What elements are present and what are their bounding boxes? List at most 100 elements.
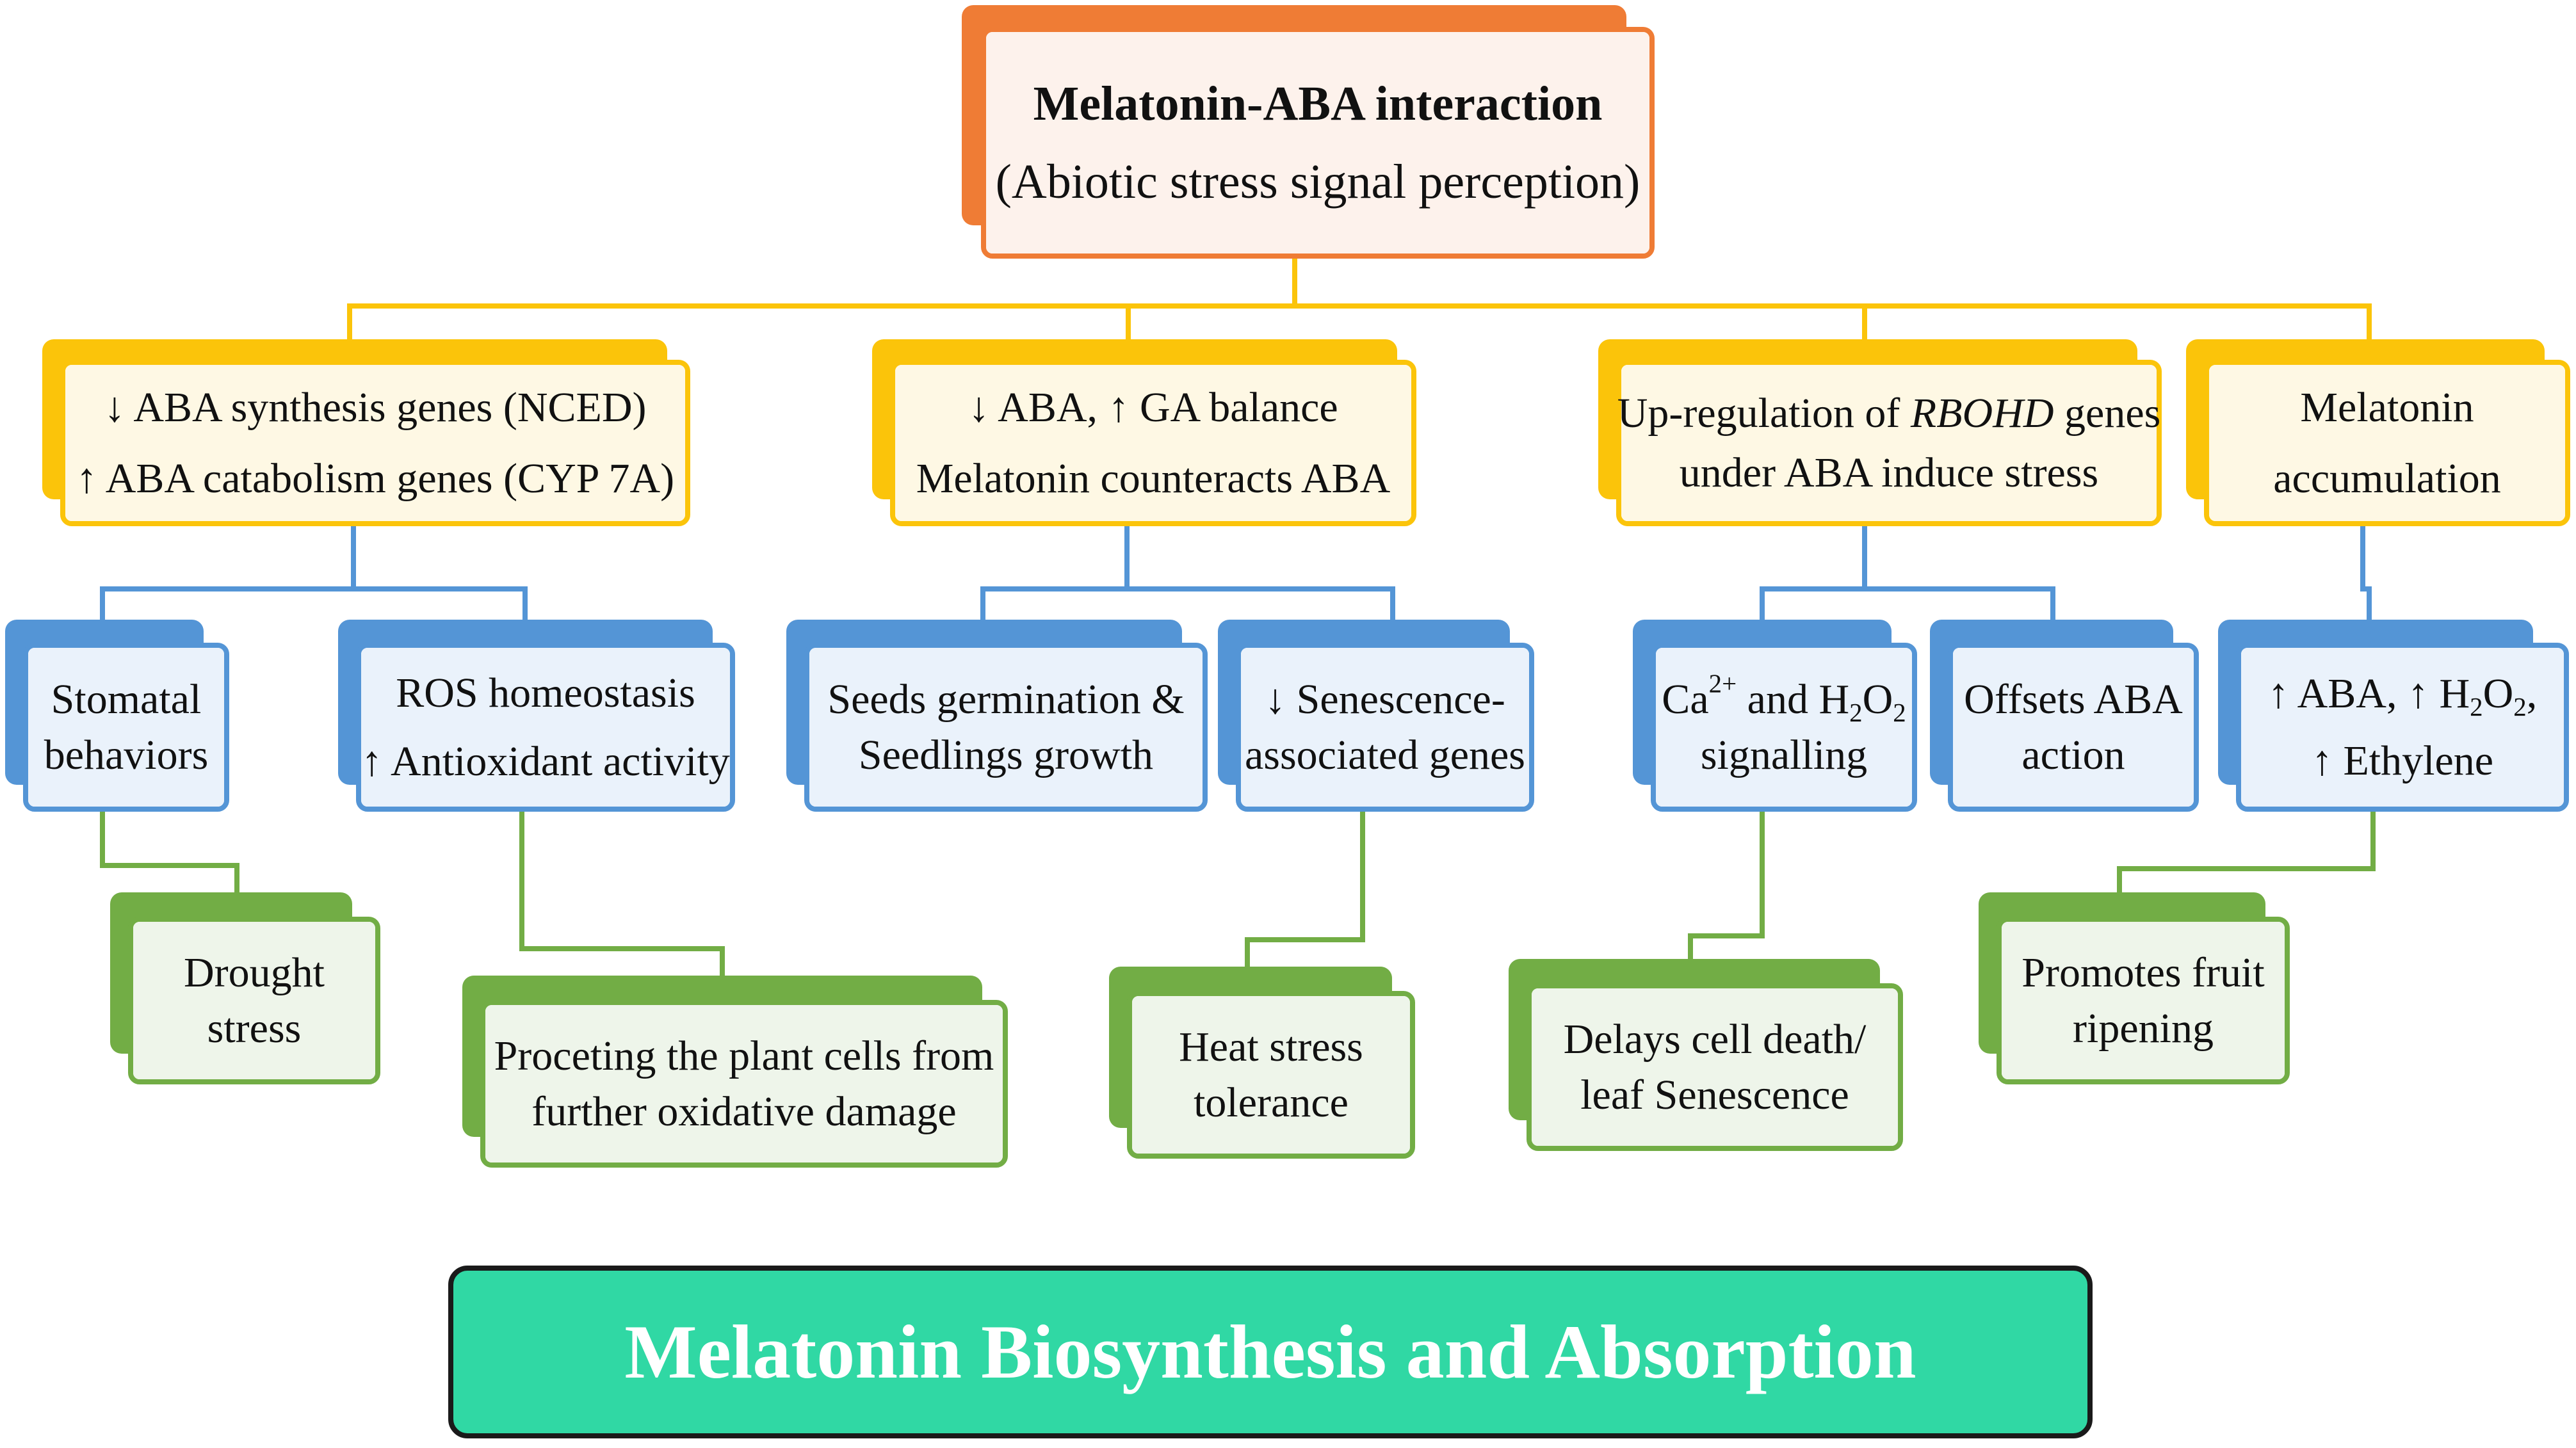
offsets-line1: Offsets ABA xyxy=(1964,675,2183,723)
node-melatonin-accumulation-face: Melatonin accumulation xyxy=(2204,360,2570,526)
ca-and-h: and H xyxy=(1737,675,1850,723)
delays-line2: leaf Senescence xyxy=(1580,1072,1849,1118)
h-subscript: 2 xyxy=(1849,698,1863,727)
delays-line1: Delays cell death/ xyxy=(1563,1015,1867,1063)
node-aba-h2o2-ethylene: ↑ ABA, ↑ H2O2, ↑ Ethylene xyxy=(2218,620,2569,812)
node-melatonin-accumulation: Melatonin accumulation xyxy=(2186,339,2570,526)
aba-ga-line2: Melatonin counteracts ABA xyxy=(916,455,1391,502)
aba-h2o2-line1: ↑ ABA, ↑ H2O2, xyxy=(2268,666,2537,721)
node-seeds-inner: Seeds germination & Seedlings growth xyxy=(809,648,1203,807)
ca-charge: 2+ xyxy=(1708,669,1737,698)
node-offsets-inner: Offsets ABA action xyxy=(1953,648,2194,807)
node-ca-h2o2-inner: Ca2+ and H2O2 signalling xyxy=(1656,648,1912,807)
ca-symbol: Ca xyxy=(1662,675,1709,723)
seeds-line2: Seedlings growth xyxy=(858,732,1154,778)
o-subscript: 2 xyxy=(1893,698,1906,727)
fruit-line1: Promotes fruit xyxy=(2021,949,2265,996)
root-title: Melatonin-ABA interaction xyxy=(1033,76,1603,131)
rbohd-gene-name: RBOHD xyxy=(1910,389,2054,437)
bottom-banner-label: Melatonin Biosynthesis and Absorption xyxy=(624,1309,1916,1394)
node-fruit-inner: Promotes fruit ripening xyxy=(2002,922,2285,1079)
node-drought-inner: Drought stress xyxy=(133,922,375,1079)
node-senescence-genes-face: ↓ Senescence- associated genes xyxy=(1236,643,1534,812)
node-seeds: Seeds germination & Seedlings growth xyxy=(786,620,1208,812)
node-stomatal: Stomatal behaviors xyxy=(5,620,229,812)
aba-h-subscript: 2 xyxy=(2470,692,2483,721)
seeds-line1: Seeds germination & xyxy=(827,675,1185,723)
node-aba-ga-balance-face: ↓ ABA, ↑ GA balance Melatonin counteract… xyxy=(890,360,1416,526)
node-ros-face: ROS homeostasis ↑ Antioxidant activity xyxy=(356,643,735,812)
node-fruit-face: Promotes fruit ripening xyxy=(1997,917,2290,1084)
node-drought: Drought stress xyxy=(110,892,380,1084)
connector-level1-to-level2 xyxy=(100,517,2372,627)
connector-level2-to-level3 xyxy=(100,805,2376,982)
fruit-line2: ripening xyxy=(2073,1005,2214,1052)
bottom-banner: Melatonin Biosynthesis and Absorption xyxy=(448,1266,2093,1438)
aba-h-symbol: ↑ ABA, ↑ H xyxy=(2267,670,2470,717)
node-protecting: Proceting the plant cells from further o… xyxy=(462,976,1008,1168)
node-offsets-face: Offsets ABA action xyxy=(1948,643,2199,812)
node-protecting-inner: Proceting the plant cells from further o… xyxy=(485,1005,1003,1162)
aba-ga-line1: ↓ ABA, ↑ GA balance xyxy=(968,383,1338,431)
senescence-genes-line2: associated genes xyxy=(1245,732,1525,778)
node-seeds-face: Seeds germination & Seedlings growth xyxy=(804,643,1208,812)
rbohd-line2: under ABA induce stress xyxy=(1679,449,2099,496)
node-offsets: Offsets ABA action xyxy=(1930,620,2199,812)
node-heat-face: Heat stress tolerance xyxy=(1127,991,1415,1159)
node-melatonin-accumulation-inner: Melatonin accumulation xyxy=(2209,365,2565,521)
aba-h2o2-line2: ↑ Ethylene xyxy=(2311,737,2494,784)
node-delays: Delays cell death/ leaf Senescence xyxy=(1509,959,1903,1151)
node-rbohd: Up-regulation of RBOHD genes under ABA i… xyxy=(1598,339,2162,526)
rbohd-line1-pre: Up-regulation of xyxy=(1617,389,1911,437)
node-heat: Heat stress tolerance xyxy=(1109,967,1415,1159)
node-aba-synthesis: ↓ ABA synthesis genes (NCED) ↑ ABA catab… xyxy=(42,339,690,526)
drought-line1: Drought xyxy=(184,949,325,996)
node-ros: ROS homeostasis ↑ Antioxidant activity xyxy=(338,620,735,812)
node-aba-synthesis-inner: ↓ ABA synthesis genes (NCED) ↑ ABA catab… xyxy=(65,365,685,521)
node-aba-ga-balance: ↓ ABA, ↑ GA balance Melatonin counteract… xyxy=(872,339,1416,526)
node-rbohd-face: Up-regulation of RBOHD genes under ABA i… xyxy=(1616,360,2162,526)
root-node: Melatonin-ABA interaction (Abiotic stres… xyxy=(962,5,1655,259)
ca-h2o2-line2: signalling xyxy=(1700,732,1868,778)
node-drought-face: Drought stress xyxy=(128,917,380,1084)
node-ca-h2o2-face: Ca2+ and H2O2 signalling xyxy=(1651,643,1917,812)
node-heat-inner: Heat stress tolerance xyxy=(1132,996,1410,1154)
node-senescence-genes: ↓ Senescence- associated genes xyxy=(1218,620,1534,812)
aba-o-subscript: 2 xyxy=(2513,692,2527,721)
root-subtitle: (Abiotic stress signal perception) xyxy=(995,155,1640,209)
senescence-genes-line1: ↓ Senescence- xyxy=(1265,675,1505,723)
rbohd-line1-post: genes xyxy=(2054,389,2161,437)
aba-comma: , xyxy=(2526,670,2538,717)
root-node-face: Melatonin-ABA interaction (Abiotic stres… xyxy=(981,27,1655,259)
node-rbohd-inner: Up-regulation of RBOHD genes under ABA i… xyxy=(1617,365,2160,521)
ca-h2o2-line1: Ca2+ and H2O2 xyxy=(1662,669,1906,727)
node-stomatal-face: Stomatal behaviors xyxy=(23,643,229,812)
node-aba-h2o2-ethylene-inner: ↑ ABA, ↑ H2O2, ↑ Ethylene xyxy=(2241,648,2564,807)
node-delays-face: Delays cell death/ leaf Senescence xyxy=(1527,983,1903,1151)
drought-line2: stress xyxy=(207,1005,302,1052)
node-stomatal-inner: Stomatal behaviors xyxy=(28,648,224,807)
node-fruit: Promotes fruit ripening xyxy=(1979,892,2290,1084)
node-aba-synthesis-face: ↓ ABA synthesis genes (NCED) ↑ ABA catab… xyxy=(60,360,690,526)
ros-line2: ↑ Antioxidant activity xyxy=(361,738,730,785)
aba-synthesis-line2: ↑ ABA catabolism genes (CYP 7A) xyxy=(76,455,675,502)
o-symbol: O xyxy=(1862,675,1893,723)
node-delays-inner: Delays cell death/ leaf Senescence xyxy=(1532,988,1898,1146)
node-protecting-face: Proceting the plant cells from further o… xyxy=(480,1000,1008,1168)
stomatal-line1: Stomatal xyxy=(51,675,202,723)
heat-line2: tolerance xyxy=(1194,1079,1349,1126)
stomatal-line2: behaviors xyxy=(44,732,209,778)
ros-line1: ROS homeostasis xyxy=(396,669,695,716)
heat-line1: Heat stress xyxy=(1179,1023,1363,1070)
node-aba-h2o2-ethylene-face: ↑ ABA, ↑ H2O2, ↑ Ethylene xyxy=(2236,643,2569,812)
node-aba-ga-balance-inner: ↓ ABA, ↑ GA balance Melatonin counteract… xyxy=(895,365,1411,521)
root-node-inner: Melatonin-ABA interaction (Abiotic stres… xyxy=(986,32,1649,253)
aba-synthesis-line1: ↓ ABA synthesis genes (NCED) xyxy=(104,383,647,431)
connector-root-to-level1 xyxy=(347,253,2372,361)
offsets-line2: action xyxy=(2021,732,2125,778)
melatonin-accumulation-line1: Melatonin xyxy=(2300,383,2474,431)
node-ros-inner: ROS homeostasis ↑ Antioxidant activity xyxy=(361,648,730,807)
node-senescence-genes-inner: ↓ Senescence- associated genes xyxy=(1241,648,1529,807)
